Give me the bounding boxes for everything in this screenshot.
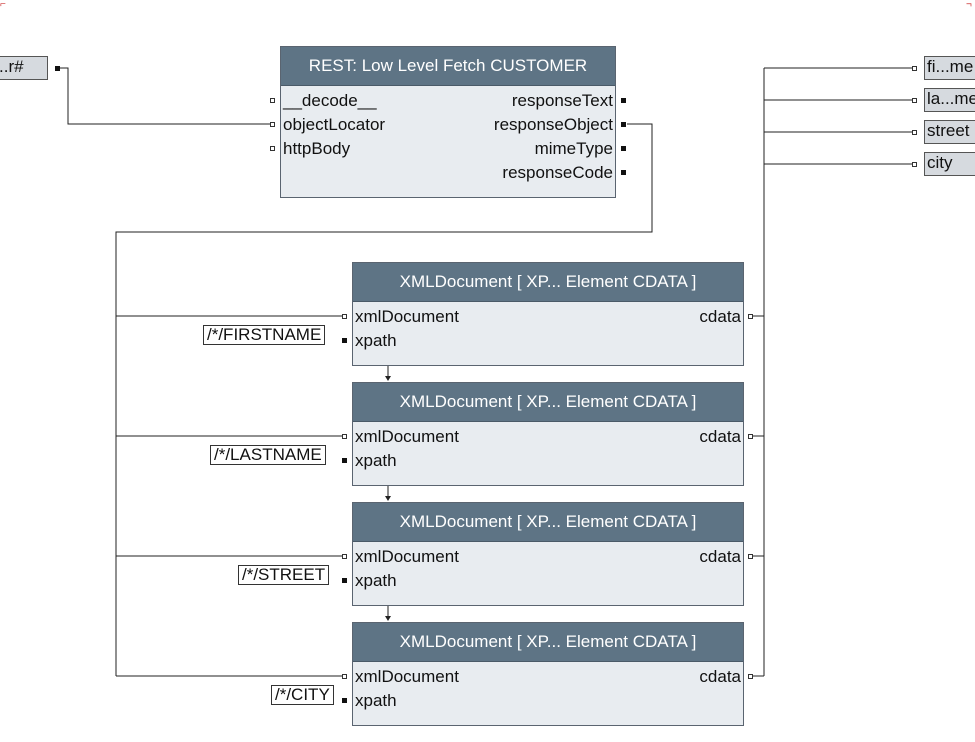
xpath-value-tag[interactable]: /*/STREET bbox=[238, 565, 330, 585]
output-terminal-port[interactable] bbox=[912, 66, 917, 71]
output-terminal-label: street bbox=[927, 121, 970, 140]
port-xml-document[interactable]: xmlDocument bbox=[355, 547, 459, 566]
port-xpath[interactable]: xpath bbox=[355, 571, 397, 590]
connector-cdata[interactable] bbox=[748, 434, 753, 439]
input-terminal[interactable]: ..r# bbox=[0, 56, 48, 80]
port-response-code[interactable]: responseCode bbox=[502, 163, 613, 182]
output-terminal-port[interactable] bbox=[912, 98, 917, 103]
port-object-locator[interactable]: objectLocator bbox=[283, 115, 386, 134]
connector-http-body[interactable] bbox=[270, 146, 275, 151]
output-terminal-city[interactable]: city bbox=[924, 152, 975, 176]
xml-cdata-node[interactable]: XMLDocument [ XP... Element CDATA ] xmlD… bbox=[352, 382, 744, 486]
connector-xpath[interactable] bbox=[342, 698, 347, 703]
port-decode[interactable]: __decode__ bbox=[283, 91, 377, 110]
connector-mime-type[interactable] bbox=[621, 146, 626, 151]
output-terminal-lastname[interactable]: la...me bbox=[924, 88, 975, 112]
port-cdata[interactable]: cdata bbox=[699, 427, 741, 446]
connector-xml-document[interactable] bbox=[342, 674, 347, 679]
connector-xml-document[interactable] bbox=[342, 554, 347, 559]
port-xml-document[interactable]: xmlDocument bbox=[355, 667, 459, 686]
output-terminal-label: city bbox=[927, 153, 953, 172]
xml-cdata-node[interactable]: XMLDocument [ XP... Element CDATA ] xmlD… bbox=[352, 622, 744, 726]
rest-node-title: REST: Low Level Fetch CUSTOMER bbox=[281, 47, 615, 86]
connector-object-locator[interactable] bbox=[270, 122, 275, 127]
connector-xpath[interactable] bbox=[342, 338, 347, 343]
connector-xpath[interactable] bbox=[342, 578, 347, 583]
xml-cdata-node[interactable]: XMLDocument [ XP... Element CDATA ] xmlD… bbox=[352, 262, 744, 366]
connector-cdata[interactable] bbox=[748, 674, 753, 679]
xml-node-title: XMLDocument [ XP... Element CDATA ] bbox=[353, 623, 743, 662]
port-response-text[interactable]: responseText bbox=[511, 91, 613, 110]
output-terminal-street[interactable]: street bbox=[924, 120, 975, 144]
port-http-body[interactable]: httpBody bbox=[283, 139, 351, 158]
input-terminal-label: ..r# bbox=[0, 57, 24, 76]
xpath-value-tag[interactable]: /*/FIRSTNAME bbox=[203, 325, 326, 345]
connector-xml-document[interactable] bbox=[342, 434, 347, 439]
port-xpath[interactable]: xpath bbox=[355, 691, 397, 710]
port-response-object[interactable]: responseObject bbox=[493, 115, 613, 134]
connector-xml-document[interactable] bbox=[342, 314, 347, 319]
xml-cdata-node[interactable]: XMLDocument [ XP... Element CDATA ] xmlD… bbox=[352, 502, 744, 606]
output-terminal-port[interactable] bbox=[912, 130, 917, 135]
corner-marker-right: ¬ bbox=[966, 0, 972, 10]
xml-node-title: XMLDocument [ XP... Element CDATA ] bbox=[353, 503, 743, 542]
connector-response-text[interactable] bbox=[621, 98, 626, 103]
xml-node-title: XMLDocument [ XP... Element CDATA ] bbox=[353, 383, 743, 422]
connector-response-object[interactable] bbox=[621, 122, 626, 127]
xpath-value-tag[interactable]: /*/CITY bbox=[271, 685, 334, 705]
port-cdata[interactable]: cdata bbox=[699, 307, 741, 326]
corner-marker-left: ⌐ bbox=[0, 0, 6, 10]
xpath-value-tag[interactable]: /*/LASTNAME bbox=[210, 445, 326, 465]
connector-decode[interactable] bbox=[270, 98, 275, 103]
input-terminal-port[interactable] bbox=[55, 66, 60, 71]
output-terminal-label: fi...me bbox=[927, 57, 974, 76]
output-terminal-port[interactable] bbox=[912, 162, 917, 167]
xml-node-title: XMLDocument [ XP... Element CDATA ] bbox=[353, 263, 743, 302]
connector-cdata[interactable] bbox=[748, 314, 753, 319]
output-terminal-label: la...me bbox=[927, 89, 975, 108]
port-xml-document[interactable]: xmlDocument bbox=[355, 307, 459, 326]
port-xpath[interactable]: xpath bbox=[355, 331, 397, 350]
port-xpath[interactable]: xpath bbox=[355, 451, 397, 470]
connector-cdata[interactable] bbox=[748, 554, 753, 559]
port-cdata[interactable]: cdata bbox=[699, 667, 741, 686]
port-mime-type[interactable]: mimeType bbox=[534, 139, 613, 158]
connector-xpath[interactable] bbox=[342, 458, 347, 463]
port-cdata[interactable]: cdata bbox=[699, 547, 741, 566]
port-xml-document[interactable]: xmlDocument bbox=[355, 427, 459, 446]
rest-fetch-node[interactable]: REST: Low Level Fetch CUSTOMER __decode_… bbox=[280, 46, 616, 198]
output-terminal-firstname[interactable]: fi...me bbox=[924, 56, 975, 80]
connector-response-code[interactable] bbox=[621, 170, 626, 175]
